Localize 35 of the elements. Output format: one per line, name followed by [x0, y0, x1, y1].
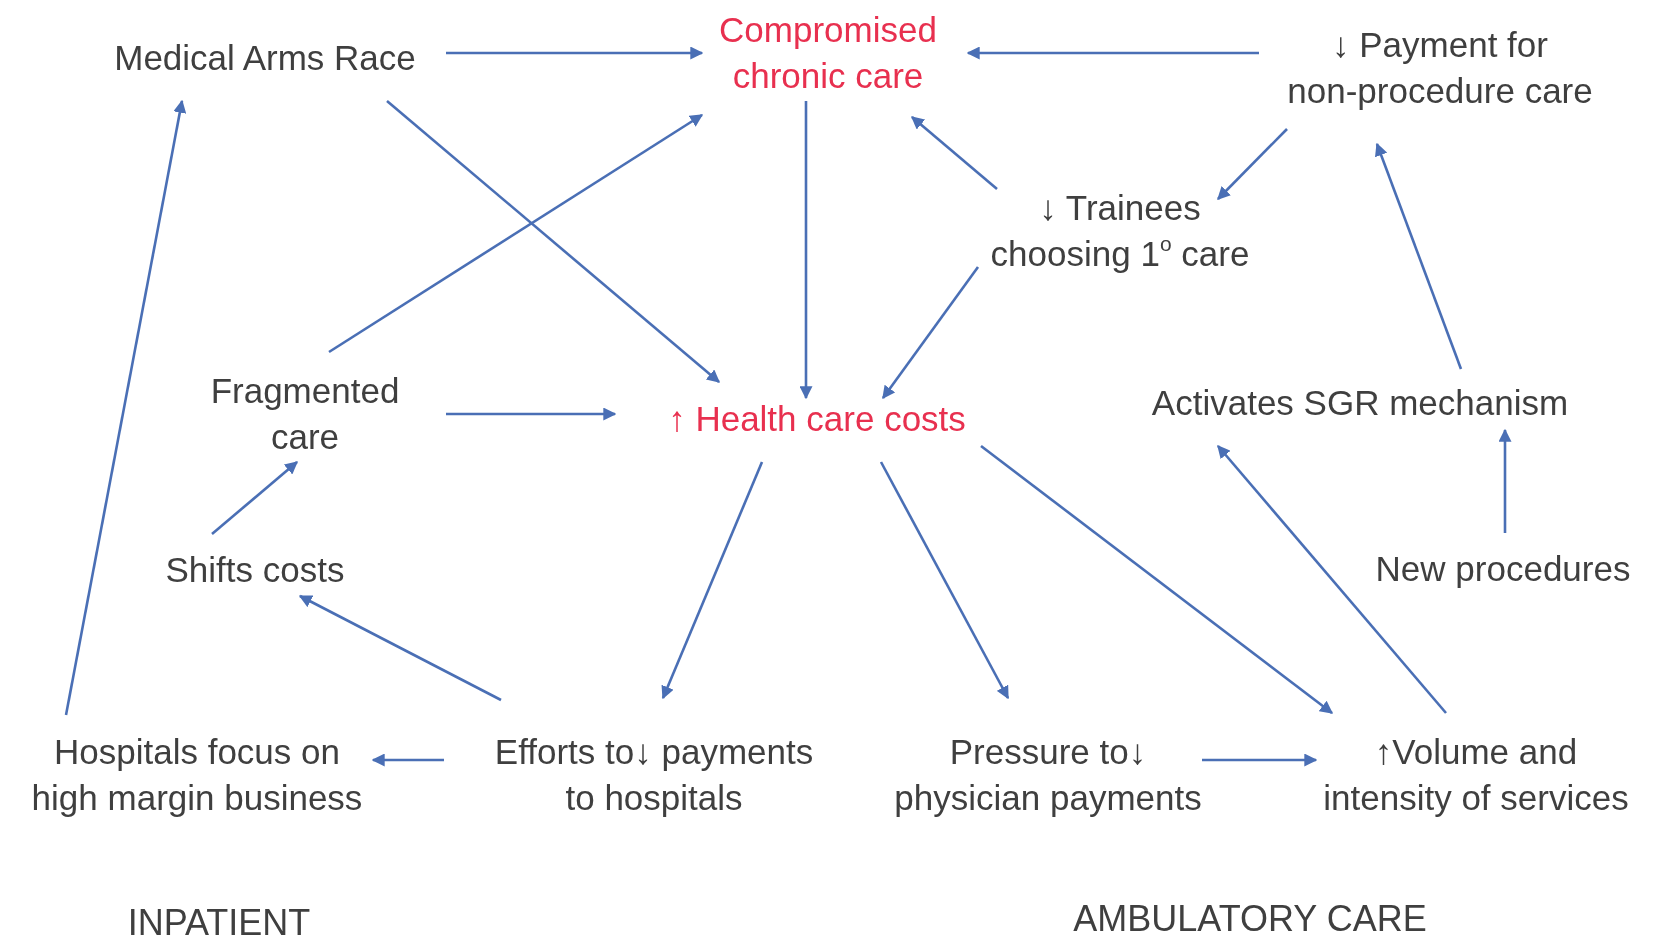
arrow	[64, 99, 187, 716]
node-text: Activates SGR mechanism	[1150, 382, 1570, 424]
node-text: Pressure to↓ physician payments	[893, 731, 1203, 819]
node-text: ↑ Health care costs	[667, 398, 967, 440]
node-text: ↑Volume and intensity of services	[1322, 731, 1630, 819]
node-text: Fragmented care	[209, 370, 401, 458]
arrow	[1498, 428, 1512, 533]
node-text: New procedures	[1374, 548, 1632, 590]
arrow	[911, 116, 998, 190]
arrow	[881, 266, 980, 400]
node-text: ↓ Trainees choosing 1$^{o}$ care	[989, 187, 1251, 275]
arrow	[371, 753, 444, 767]
arrow	[298, 594, 502, 702]
arrow	[966, 46, 1259, 60]
arrow	[211, 461, 298, 535]
arrow	[1202, 753, 1318, 767]
node-text: Compromised chronic care	[718, 9, 938, 97]
arrow	[661, 461, 764, 700]
arrow	[799, 101, 813, 400]
arrow	[446, 46, 704, 60]
arrow	[1375, 142, 1463, 370]
node-text: Medical Arms Race	[113, 37, 417, 79]
node-text: ↓ Payment for non-procedure care	[1286, 24, 1594, 112]
node-text: Shifts costs	[164, 549, 346, 591]
arrow	[446, 407, 617, 421]
arrow	[879, 461, 1010, 700]
arrow	[980, 444, 1334, 715]
arrow	[386, 100, 720, 383]
node-text: Efforts to↓ payments to hospitals	[493, 731, 815, 819]
arrow	[328, 113, 704, 354]
section-label: AMBULATORY CARE	[1073, 898, 1427, 940]
section-label: INPATIENT	[127, 902, 311, 944]
node-text: Hospitals focus on high margin business	[30, 731, 364, 819]
arrow	[1217, 128, 1288, 200]
arrow	[1217, 445, 1447, 714]
